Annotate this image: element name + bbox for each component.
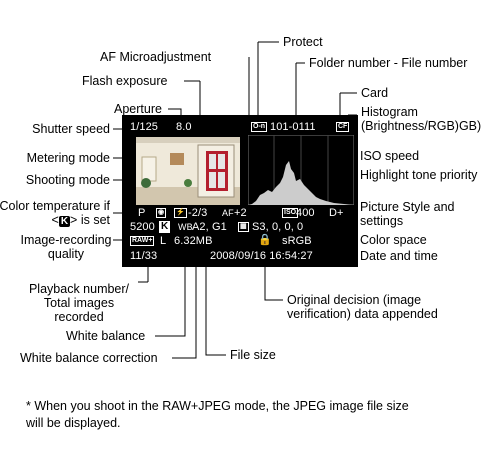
raw-icon: RAW+ [130,236,155,246]
label-orig-decision-line2: verification) data appended [287,307,438,321]
card-icon: CF [336,122,350,132]
histogram [248,135,354,205]
label-image-recording-quality: Image-recording quality [20,233,112,261]
folder-file-value: 101-0111 [270,121,316,133]
quality-l-value: L [160,235,167,247]
wb-correction-icon: WB [178,222,193,232]
label-iso-speed: ISO speed [360,149,420,163]
label-original-decision: Original decision (image verification) d… [287,293,438,321]
file-size-value: 6.32MB [174,235,213,247]
label-white-balance: White balance [66,329,146,343]
label-color-temp-lt: < [51,213,59,227]
shooting-mode-value: P [138,207,146,219]
color-space-value: sRGB [282,235,312,247]
label-playback-line2: Total images [43,296,115,310]
af-value: +2 [234,207,247,219]
metering-icon: ◉ [156,208,167,218]
af-icon: AF [222,208,234,218]
label-aperture: Aperture [114,102,162,116]
label-histogram: Histogram (Brightness/RGB)GB) [361,105,481,133]
playback-screen: 1/125 8.0 O-n 101-0111 CF P ◉ ⚡ -2/3 AF … [122,115,358,267]
footnote-line2: will be displayed. [26,416,121,430]
label-file-size: File size [230,348,276,362]
image-thumbnail [136,137,240,205]
label-playback-number: Playback number/ Total images recorded [20,282,138,324]
label-histogram-line1: Histogram [361,105,418,119]
flash-icon: ⚡ [174,208,187,218]
label-folder-file-number: Folder number - File number [309,56,468,70]
label-image-rec-line1: Image-recording [20,233,112,247]
label-date-time: Date and time [360,249,438,263]
label-shooting-mode: Shooting mode [25,173,110,187]
label-color-temp-line2: <K> is set [0,213,110,227]
label-af-microadjustment: AF Microadjustment [100,50,212,64]
label-color-space: Color space [360,233,427,247]
label-color-temp-rest: > is set [70,213,110,227]
label-playback-line3: recorded [54,310,104,324]
iso-value: 400 [296,207,315,219]
aperture-value: 8.0 [176,121,192,133]
picture-style-value: S3, 0, 0, 0 [252,221,304,233]
footnote: * When you shoot in the RAW+JPEG mode, t… [26,398,409,432]
label-card: Card [361,86,389,100]
label-picture-style-line1: Picture Style and [360,200,455,214]
playback-number-value: 11/33 [130,250,158,262]
label-flash-exposure: Flash exposure [82,74,168,88]
protect-icon: O-n [251,122,268,132]
label-histogram-line2: (Brightness/RGB)GB) [361,119,482,133]
lock-icon: 🔒 [258,234,272,246]
label-wb-correction: White balance correction [20,351,158,365]
label-protect: Protect [283,35,323,49]
label-playback-line1: Playback number/ [28,282,130,296]
label-highlight-tone-priority: Highlight tone priority [360,168,478,182]
label-shutter-speed: Shutter speed [32,122,110,136]
kelvin-value: 5200 [130,221,155,233]
label-picture-style: Picture Style and settings [360,200,455,228]
kelvin-icon: K [159,221,171,233]
label-orig-decision-line1: Original decision (image [287,293,422,307]
wb-correction-value: A2, G1 [192,221,227,233]
flash-exposure-value: -2/3 [188,207,208,219]
footnote-line1: * When you shoot in the RAW+JPEG mode, t… [26,399,409,413]
label-image-rec-line2: quality [47,247,85,261]
label-metering-mode: Metering mode [26,151,110,165]
highlight-tone-value: D+ [329,207,344,219]
k-button-icon: K [58,216,71,227]
label-picture-style-line2: settings [360,214,404,228]
label-color-temperature: Color temperature if <K> is set [0,199,110,227]
label-color-temp-line1: Color temperature if [0,199,110,213]
shutter-value: 1/125 [130,121,159,133]
date-time-value: 2008/09/16 16:54:27 [210,250,313,262]
picture-style-icon: ▦ [238,222,249,232]
iso-icon: ISO [282,208,299,218]
